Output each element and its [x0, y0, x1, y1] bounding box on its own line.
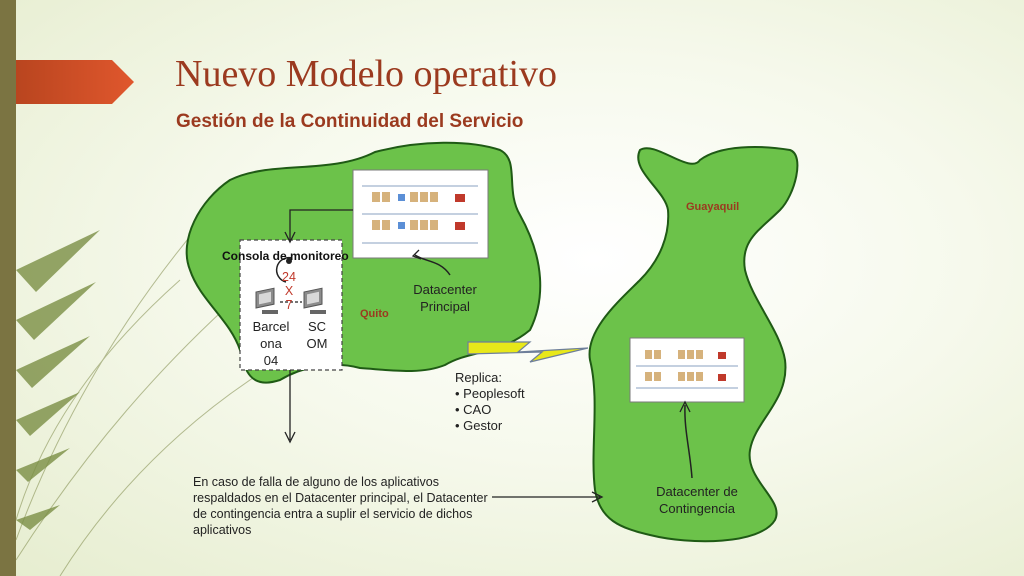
monitor-console-label: Consola de monitoreo	[222, 249, 349, 263]
replica-item: CAO	[455, 402, 575, 418]
cycle-dot	[286, 258, 292, 264]
left-sidebar-strip	[0, 0, 16, 576]
arrowhead	[591, 491, 604, 503]
region-label-guayaquil: Guayaquil	[686, 201, 740, 213]
datacenter-contingencia-diagram	[629, 337, 745, 403]
datacenter-principal-label: Datacenter Principal	[413, 282, 477, 314]
computer-label-scom: SC OM	[306, 319, 328, 351]
connector-line	[289, 209, 353, 240]
computer-icon	[255, 287, 278, 314]
arrowhead	[284, 231, 296, 244]
region-label-quito: Quito	[360, 308, 389, 320]
cycle-arrow	[275, 256, 293, 283]
arrowhead	[411, 249, 422, 260]
computer-label-barcelona: Barcel ona 04	[252, 319, 290, 368]
datacenter-principal-diagram	[352, 169, 489, 259]
arrowhead	[284, 431, 296, 444]
pointer-curve	[684, 404, 693, 479]
pointer-curve	[414, 254, 451, 276]
datacenter-contingencia-label: Datacenter de Contingencia	[656, 484, 738, 516]
arrowhead	[679, 400, 691, 413]
leaf-arrow-decoration	[16, 230, 100, 530]
replica-list: Replica: Peoplesoft CAO Gestor	[455, 370, 575, 434]
page-title: Nuevo Modelo operativo	[175, 53, 558, 95]
replication-bolt-icon	[467, 341, 589, 363]
computer-icon	[303, 287, 326, 314]
failover-note: En caso de falla de alguno de los aplica…	[193, 475, 488, 537]
page-subtitle: Gestión de la Continuidad del Servicio	[176, 111, 524, 132]
replica-item: Gestor	[455, 418, 575, 434]
availability-label: 24 X 7	[282, 270, 296, 312]
replica-item: Peoplesoft	[455, 386, 575, 402]
title-ribbon-arrow	[16, 60, 134, 104]
